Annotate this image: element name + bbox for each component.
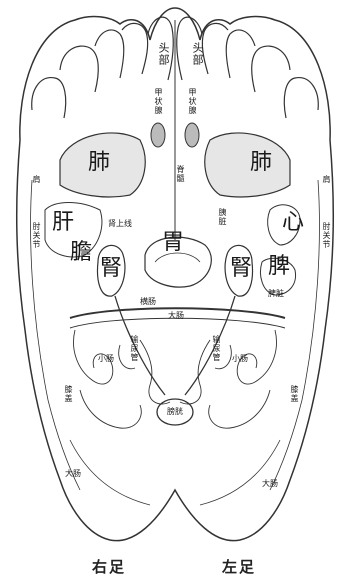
label-ureter-right: 输尿管 xyxy=(130,335,138,362)
thyroid-left-shape xyxy=(185,123,199,147)
label-lung-left: 肺 xyxy=(250,152,272,174)
label-gallbladder: 膽 xyxy=(70,242,92,264)
label-thyroid-left: 甲状腺 xyxy=(188,88,196,115)
label-lung-right: 肺 xyxy=(88,152,110,174)
ureter-left-line xyxy=(185,296,235,395)
thyroid-right-shape xyxy=(151,123,165,147)
label-small-intestine-right: 小肠 xyxy=(98,355,114,363)
label-spleen: 脾 xyxy=(268,256,290,278)
label-bladder: 膀胱 xyxy=(167,408,183,416)
label-ureter-left: 输尿管 xyxy=(212,335,220,362)
label-elbow-right: 肘关节 xyxy=(32,222,40,249)
label-heart: 心 xyxy=(282,212,304,234)
label-shoulder-left: 肩 xyxy=(322,175,330,184)
label-liver: 肝 xyxy=(52,212,74,234)
caption-left-foot: 左足 xyxy=(222,556,256,577)
label-spine: 脊髓 xyxy=(176,165,184,183)
label-head-left: 头部 xyxy=(192,42,203,66)
label-stomach: 胃 xyxy=(162,232,184,254)
label-knee-right: 膝盖 xyxy=(64,385,72,403)
label-knee-left: 膝盖 xyxy=(290,385,298,403)
caption-right-foot: 右足 xyxy=(92,556,126,577)
label-head-right: 头部 xyxy=(158,42,169,66)
label-transverse-colon: 横肠 xyxy=(140,298,156,306)
label-kidney-right: 腎 xyxy=(100,258,122,280)
label-elbow-left: 肘关节 xyxy=(322,222,330,249)
label-large-intestine-left: 大肠 xyxy=(262,480,278,488)
right-heel-line xyxy=(70,440,150,505)
label-spleen-small: 脾脏 xyxy=(268,290,284,298)
label-shoulder-right: 肩 xyxy=(32,175,40,184)
label-adrenal: 肾上线 xyxy=(108,220,132,228)
label-kidney-left: 腎 xyxy=(230,258,252,280)
label-large-intestine-right: 大肠 xyxy=(65,470,81,478)
label-large-intestine-center: 大肠 xyxy=(168,312,184,320)
label-thyroid-right: 甲状腺 xyxy=(154,88,162,115)
lung-left-shape xyxy=(205,133,290,197)
left-heel-line xyxy=(200,440,280,505)
label-small-intestine-left: 小肠 xyxy=(232,355,248,363)
label-pancreas: 胰脏 xyxy=(218,208,226,226)
